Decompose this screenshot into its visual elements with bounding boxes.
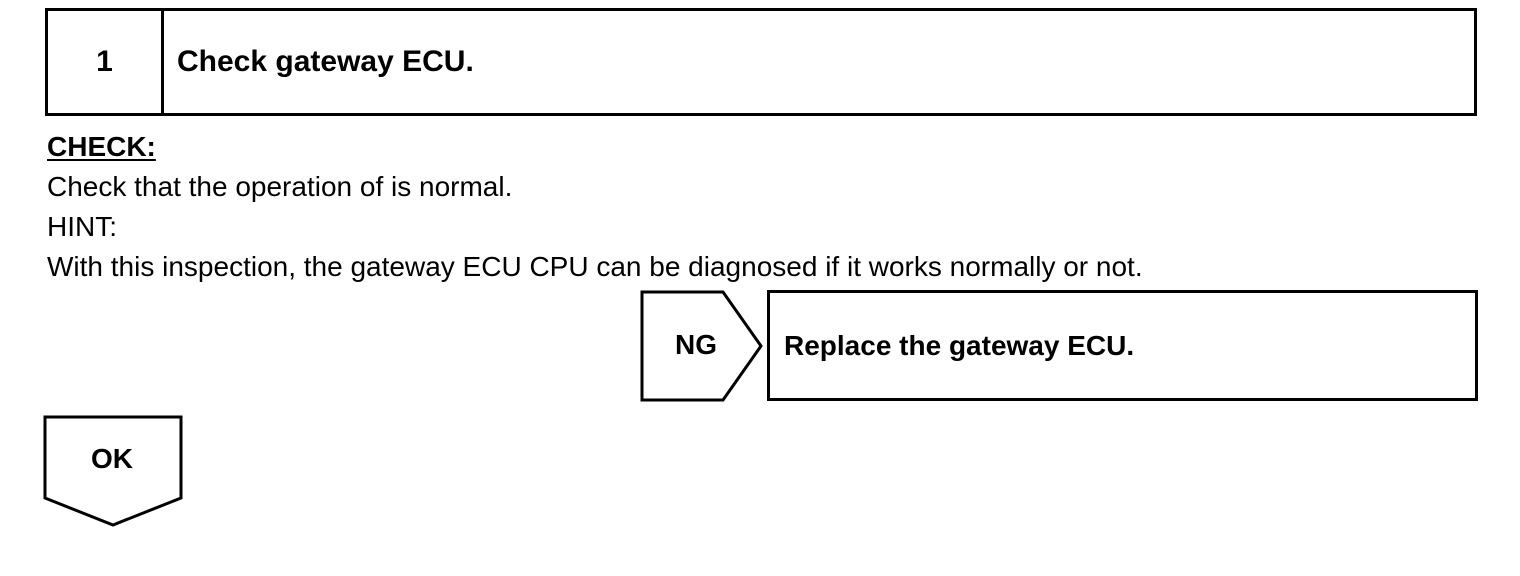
step-title: Check gateway ECU. [177,45,474,78]
ng-action-text: Replace the gateway ECU. [784,329,1135,361]
ng-action-box: Replace the gateway ECU. [767,290,1478,401]
ok-label: OK [91,443,133,474]
hint-text: With this inspection, the gateway ECU CP… [47,251,1143,282]
check-instruction: Check that the operation of is normal. [47,171,513,202]
ok-arrow-shape [43,415,183,527]
step-header-box: 1 Check gateway ECU. [45,8,1477,116]
check-heading: CHECK: [47,131,156,162]
hint-label: HINT: [47,211,117,242]
ng-arrow-shape [640,290,763,402]
step-number: 1 [48,11,164,113]
ng-label: NG [675,329,717,360]
